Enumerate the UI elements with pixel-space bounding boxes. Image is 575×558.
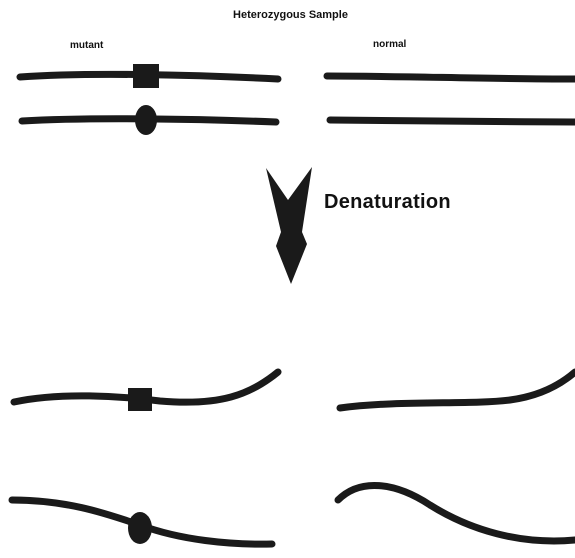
normal-single-strands: [338, 372, 575, 541]
mutation-square-marker: [133, 64, 159, 88]
normal-single-strand-2: [338, 485, 575, 541]
mutation-oval-marker-single: [128, 512, 152, 544]
mutation-square-marker-single: [128, 388, 152, 411]
mutant-duplex: [20, 64, 278, 135]
normal-strand-bottom: [330, 120, 575, 122]
normal-strand-top: [327, 76, 575, 79]
denaturation-label: Denaturation: [324, 191, 451, 214]
normal-duplex: [327, 76, 575, 122]
mutation-oval-marker: [135, 105, 157, 135]
down-arrow-icon: [266, 167, 312, 284]
mutant-single-strands: [12, 372, 278, 544]
normal-single-strand-1: [340, 372, 575, 408]
normal-label: normal: [373, 39, 406, 50]
mutant-label: mutant: [70, 40, 103, 51]
diagram-title: Heterozygous Sample: [0, 9, 575, 21]
